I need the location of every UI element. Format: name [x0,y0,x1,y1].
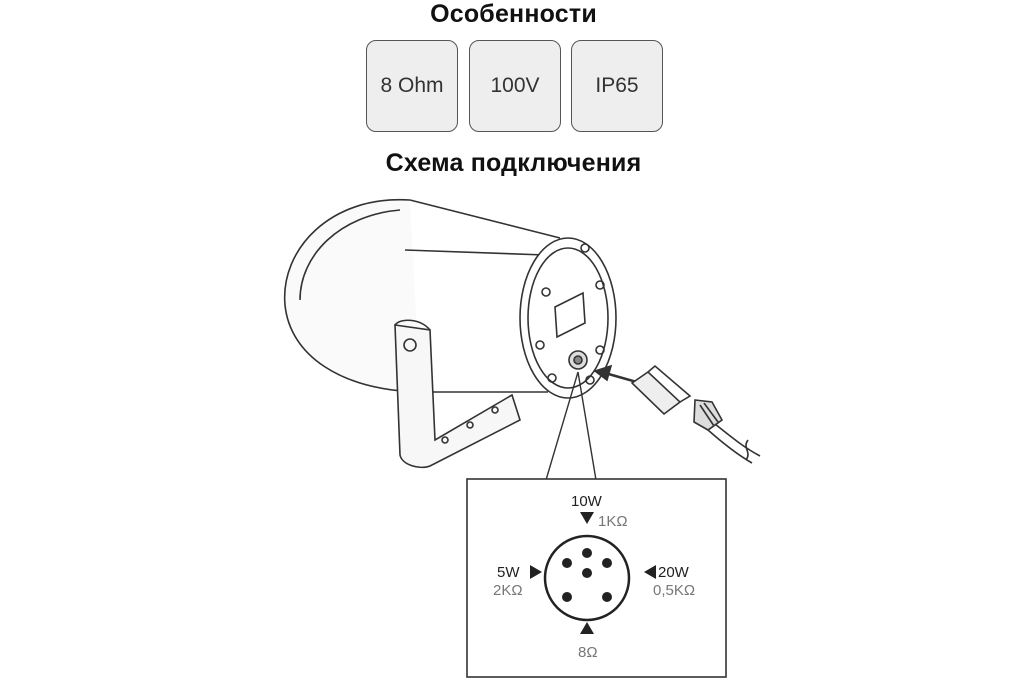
pin-right-power: 20W [658,564,690,581]
horn-speaker-illustration [283,198,761,481]
arrow-left-icon [530,565,542,579]
voltage-badge: 100V [469,40,561,132]
arrow-bottom-icon [580,622,594,634]
pin-left-power: 5W [497,564,520,581]
pin-top [582,548,592,558]
pin-top-power: 10W [571,493,603,510]
pin-left-impedance: 2KΩ [493,582,523,599]
pin-top-impedance: 1KΩ [598,513,628,530]
pin-center [582,568,592,578]
arrow-right-icon [644,565,656,579]
features-title: Особенности [430,0,597,28]
pin-bottom-left [562,592,572,602]
impedance-badge: 8 Ohm [366,40,458,132]
pin-right-impedance: 0,5KΩ [653,582,695,599]
protection-badge: IP65 [571,40,663,132]
pin-left [562,558,572,568]
pin-bottom-right [602,592,612,602]
pin-bottom-impedance: 8Ω [578,644,598,661]
connector-pinout [530,512,656,634]
wiring-title: Схема подключения [385,149,642,177]
pin-right [602,558,612,568]
arrow-top-icon [580,512,594,524]
pinout-box [466,478,727,678]
